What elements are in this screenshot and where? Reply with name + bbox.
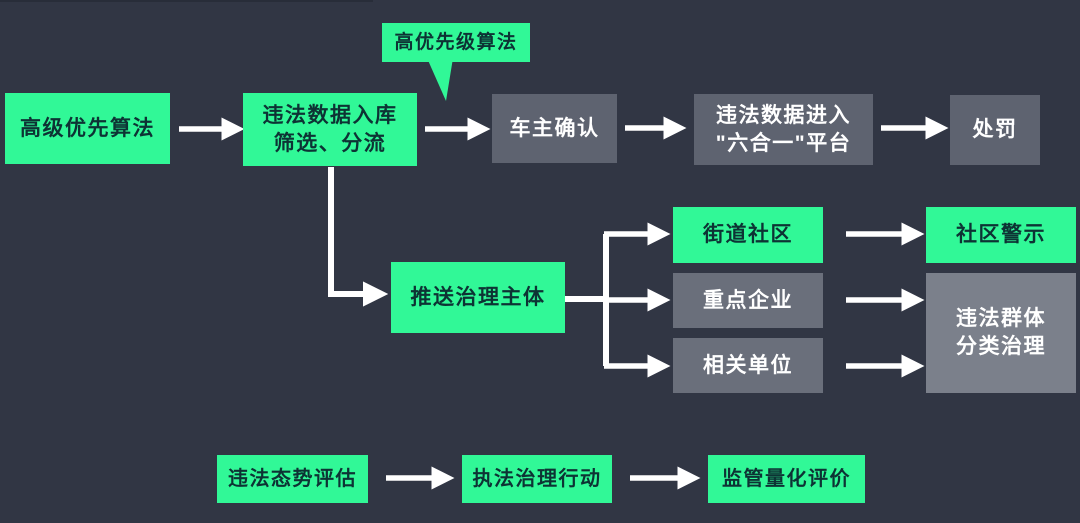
top-edge-line [0,0,373,2]
node-owner-confirmation: 车主确认 [492,94,617,163]
node-push-governance-entities: 推送治理主体 [391,262,565,333]
node-enforcement-action: 执法治理行动 [462,455,612,503]
node-data-to-platform: 违法数据进入 "六合一"平台 [694,94,873,165]
node-key-enterprises: 重点企业 [673,273,823,328]
node-street-community: 街道社区 [673,207,823,263]
node-related-units: 相关单位 [673,338,823,393]
node-violation-data-intake: 违法数据入库 筛选、分流 [243,93,417,166]
node-quantified-evaluation: 监管量化评价 [708,455,865,503]
callout-tail [427,58,453,101]
callout-high-priority-algorithm: 高优先级算法 [382,23,530,62]
node-punishment: 处罚 [950,95,1040,165]
node-community-warning: 社区警示 [926,207,1076,263]
node-group-classified-governance: 违法群体 分类治理 [926,273,1076,393]
arrow-intake-to-push [328,167,389,307]
node-advanced-priority-algorithm: 高级优先算法 [5,93,170,164]
node-situation-assessment: 违法态势评估 [217,455,368,503]
